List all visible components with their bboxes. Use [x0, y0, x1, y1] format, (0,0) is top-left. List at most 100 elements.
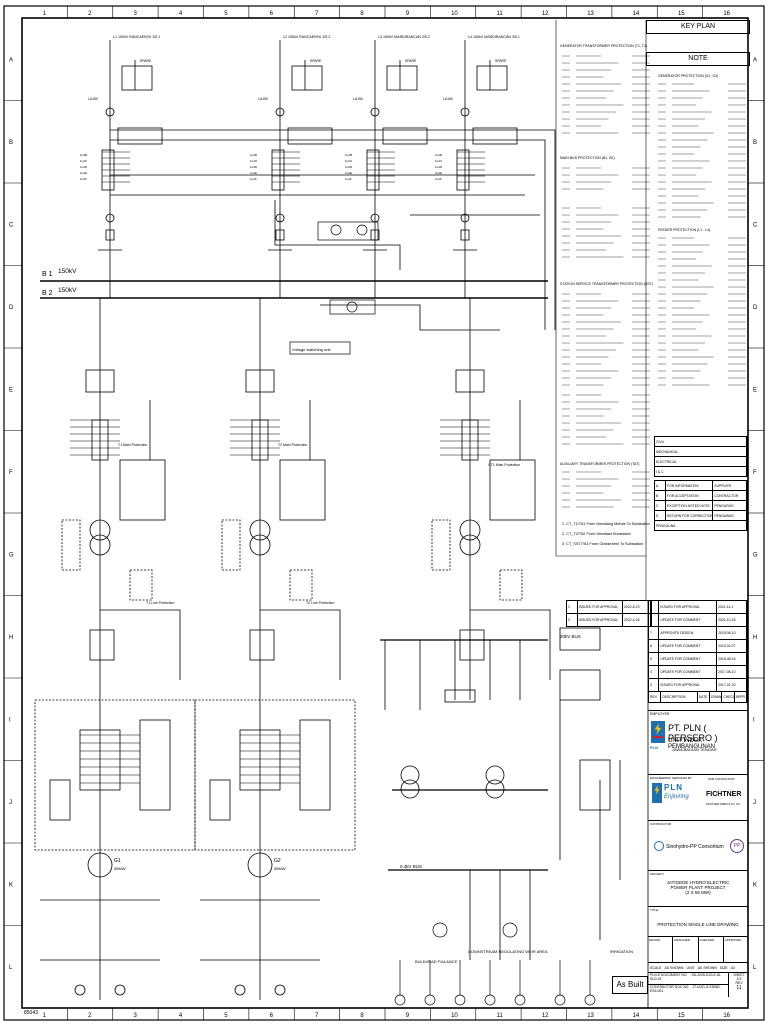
border-col-top: 9	[406, 11, 410, 17]
category-row: MECHANICAL	[654, 447, 748, 457]
owner-logo-text: PLN	[650, 745, 658, 750]
border-row-left: A	[9, 57, 13, 63]
engineer-name: PLN	[664, 783, 683, 792]
ct-label: 1L2D	[345, 165, 353, 169]
feeder-label: L2 150kV RANCAEKEK 3/5 2	[283, 35, 330, 39]
border-col-top: 6	[270, 11, 274, 17]
approval-row: DRAWN DESIGNED CHECKED APPROVED	[648, 936, 748, 963]
scale-value: AS SHOWN	[664, 965, 684, 970]
generator-label: G2	[274, 858, 281, 864]
legend-section-2: MAIN BUS PROTECTION (B1, B2)	[560, 156, 615, 160]
legend-section-6: FEEDER PROTECTION (L1 - L4)	[658, 228, 711, 232]
unit-value: AS SHOWN	[697, 965, 717, 970]
status-code: B	[655, 491, 667, 500]
owner-region: JAWA BAGIAN TENGAH	[672, 747, 717, 752]
status-col: PENGGUNA	[655, 521, 747, 530]
scale-row: SCALE AS SHOWN UNIT AS SHOWN SIZE A3	[648, 962, 748, 972]
rev-desc: ISSUED FOR APPROVAL	[578, 601, 623, 613]
ct-label: 1L2B	[80, 153, 87, 157]
status-col: PENGAWAS	[713, 511, 747, 520]
border-col-top: 12	[542, 11, 549, 17]
rev-date: 2017-01-20	[717, 679, 747, 691]
size-value: A3	[730, 965, 735, 970]
border-row-left: K	[9, 882, 13, 888]
doc-no-row-2: CONTRACTOR DOC NO JT-UGD-G-EDWD-ES3-001	[648, 984, 728, 996]
rev-date: 2019-08-10	[717, 627, 747, 639]
rev-date: 2022-8-23	[623, 601, 651, 613]
category-name: CIVIL	[655, 437, 747, 446]
rev-number: 1	[567, 601, 578, 613]
contractor-block: CONTRACTOR Sinohydro-PP Consortium PP	[648, 820, 748, 871]
legend-note-1: 1. CT_T1/T61 From Mandiang Mohair To Sub…	[562, 522, 650, 526]
project-block: PROJECT JATIGEDE HYDRO ELECTRIC POWER PL…	[648, 870, 748, 907]
border-col-top: 15	[678, 11, 685, 17]
pp-logo-icon: PP	[730, 839, 744, 853]
sheet-label: SHEET	[733, 973, 745, 977]
ct-label: 1L2B	[250, 153, 257, 157]
spare-label: SPARE	[140, 59, 152, 63]
transformer-bay	[431, 298, 551, 700]
ct-label: 1L2F	[80, 177, 87, 181]
rev-number: 3	[649, 679, 660, 691]
ct-label: 1L2E	[435, 171, 442, 175]
protection-legend-lines	[555, 20, 746, 1008]
border-col-bottom: 8	[360, 1013, 364, 1019]
feeder-tag: LA150	[258, 97, 268, 101]
rev-date: 2022-4-26	[623, 614, 651, 626]
status-col: PENGURUS	[713, 501, 747, 510]
protection-label: GT1 Main Protection	[488, 463, 520, 467]
key-plan-header: KEY PLAN	[646, 20, 750, 34]
engineer-block: ENGINEERING SERVICES BY PLN Enjiniring S…	[648, 774, 748, 821]
contractor-label: CONTRACTOR	[650, 822, 672, 826]
border-col-bottom: 6	[270, 1013, 274, 1019]
status-desc: RETURN FOR CORRECTION	[666, 511, 714, 520]
rev-desc: ISSUED FOR APPROVAL	[659, 679, 718, 691]
category-name: ELECTRICAL	[655, 457, 747, 466]
border-row-right: G	[753, 552, 758, 558]
ct-label: 1L2F	[345, 177, 352, 181]
border-row-left: L	[9, 965, 13, 971]
generator-rating: 55MW	[274, 866, 286, 871]
border-col-bottom: 12	[542, 1013, 549, 1019]
rev-desc: UPDATE FOR COMMENT	[659, 653, 718, 665]
doc-no-row-1: PLN-E DOCUMENT NO. SD-2025-S-ELE-ID-SLD-…	[648, 972, 728, 984]
rev-number: 0	[567, 614, 578, 626]
border-row-right: F	[753, 470, 757, 476]
rev-number: 6	[649, 640, 660, 652]
ct-label: 1L2B	[345, 153, 352, 157]
rev-desc: APPROVED DESIGN	[659, 627, 718, 639]
legend-section-5: GENERATOR PROTECTION (G1, G2)	[658, 74, 719, 78]
border-row-right: B	[753, 140, 757, 146]
bus-name-b1: B 1	[42, 271, 53, 278]
rev-desc: ISSUED FOR APPROVAL	[578, 614, 623, 626]
partner-name: FICHTNER	[706, 791, 742, 798]
owner-unit: UNIT INDUK PEMBANGUNAN	[668, 738, 716, 750]
border-row-right: E	[753, 387, 757, 393]
ct-label: 1L2E	[80, 171, 87, 175]
border-row-right: L	[753, 965, 757, 971]
sheet-value: 1/1	[736, 977, 742, 981]
border-row-left: I	[9, 717, 11, 723]
rev-header: DATE	[698, 692, 711, 702]
engineer-label: ENGINEERING SERVICES BY	[650, 776, 692, 780]
rev-date: 2017-08-10	[717, 666, 747, 678]
legend-note-2: 2. CT_T2/T62 From Mandiast Substation	[562, 532, 631, 536]
ct-label: 1L2E	[250, 171, 257, 175]
feeder-bay	[98, 40, 163, 298]
project-line-1: JATIGEDE HYDRO ELECTRIC	[666, 880, 730, 885]
border-col-top: 2	[88, 11, 92, 17]
feeder-label: L4 150kV MANDIRANCAN 3/5 1	[468, 35, 520, 39]
bus-name-b2: B 2	[42, 290, 53, 297]
border-col-bottom: 14	[633, 1013, 640, 1019]
owner-label: EMPLOYER	[650, 712, 670, 716]
